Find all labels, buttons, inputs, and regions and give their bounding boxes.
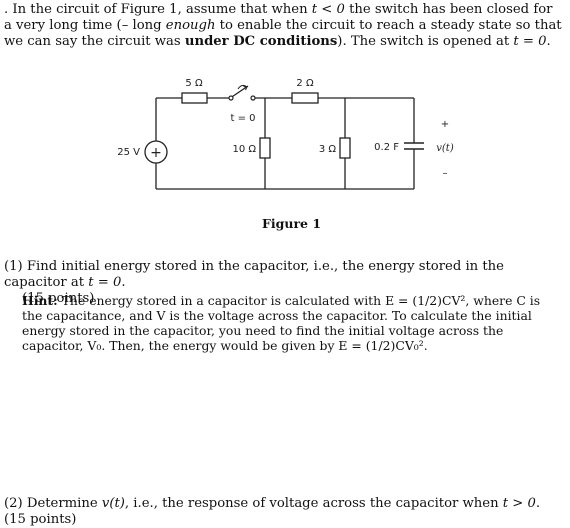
question-1: (1) Find initial energy stored in the ca… [4, 259, 564, 307]
r2-label: 2 Ω [296, 78, 314, 89]
hint: Hint: The energy stored in a capacitor i… [22, 293, 562, 353]
source-label: 25 V [117, 147, 140, 158]
q2-condition: t > 0 [502, 496, 536, 511]
intro-mid: the switch has been closed for a very lo… [4, 2, 553, 33]
figure-caption: Figure 1 [262, 216, 322, 231]
switch [228, 84, 256, 101]
problem-statement: . In the circuit of Figure 1, assume tha… [4, 2, 564, 50]
minus-label: – [443, 168, 448, 179]
intro-dc-conditions: under DC conditions [184, 34, 338, 49]
capacitor [404, 142, 424, 150]
resistor-2-ohm [291, 92, 319, 104]
q2-mid: , i.e., the response of voltage across t… [124, 496, 503, 511]
q1-points: (15 points) [22, 291, 95, 306]
voltage-source: + [144, 140, 168, 164]
q2-lead: (2) Determine [4, 496, 102, 511]
question-2: (2) Determine v(t), i.e., the response o… [4, 496, 564, 528]
vout-label: v(t) [436, 143, 454, 154]
intro-mid2: to enable the circuit to reach a steady … [4, 18, 562, 49]
resistor-10-ohm [259, 137, 271, 159]
source-plus-glyph: + [150, 145, 162, 161]
intro-condition: t < 0 [311, 2, 345, 17]
q1-lead: (1) Find initial energy stored in the ca… [4, 259, 504, 290]
intro-tail1: ). The switch is opened at [337, 34, 514, 49]
q1-tail: . [121, 275, 126, 290]
circuit-diagram: + 5 Ω 2 Ω t = 0 10 Ω 3 Ω 0.2 F 25 V + – … [117, 78, 454, 190]
resistor-5-ohm [181, 92, 208, 104]
intro-t0: t = 0 [513, 34, 547, 49]
q2-vt: v(t) [101, 496, 125, 511]
r1-label: 5 Ω [185, 78, 203, 89]
cap-label: 0.2 F [374, 142, 399, 153]
plus-label: + [441, 119, 449, 130]
intro-enough: enough [165, 18, 216, 33]
intro-tail2: . [546, 34, 551, 49]
intro-lead: . In the circuit of Figure 1, assume tha… [4, 2, 312, 17]
switch-label: t = 0 [230, 113, 255, 124]
r4-label: 3 Ω [319, 144, 337, 155]
hint-text: The energy stored in a capacitor is calc… [22, 293, 541, 353]
r3-label: 10 Ω [232, 144, 256, 155]
q1-t0: t = 0 [88, 275, 122, 290]
hint-label: Hint: [22, 293, 58, 308]
resistor-3-ohm [339, 137, 351, 159]
